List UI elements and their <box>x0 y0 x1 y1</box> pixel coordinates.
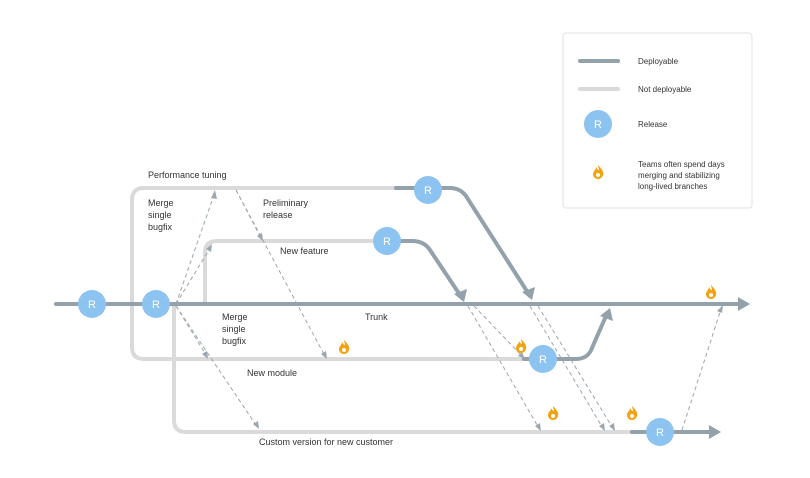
feature-to-custom-2 <box>473 305 525 359</box>
merge-bugfix-top-label-2: single <box>148 210 172 220</box>
perf-to-custom-2 <box>537 305 615 431</box>
release-circle-icon: R <box>414 176 442 204</box>
release-circle-icon: R <box>584 110 612 138</box>
arrowhead-icon <box>717 305 723 313</box>
release-letter: R <box>88 299 96 311</box>
perf-to-custom-1 <box>529 305 605 431</box>
merge-bugfix-top-label-3: bugfix <box>148 222 173 232</box>
new-feature-branch <box>203 239 374 306</box>
flame-icon <box>339 340 350 354</box>
merge-bugfix-down-2 <box>175 305 259 429</box>
legend-teams-label-1: Teams often spend days <box>638 160 725 169</box>
legend-not-deployable-label: Not deployable <box>638 85 692 94</box>
release-markers: R R R R R R <box>78 176 674 446</box>
arrowhead-icon <box>609 423 615 431</box>
performance-tuning-to-new-module <box>130 302 526 361</box>
flame-icon <box>706 285 717 299</box>
merge-bugfix-up-1 <box>175 191 216 305</box>
preliminary-to-new-module <box>235 189 327 359</box>
diagram-labels: Performance tuning Merge single bugfix P… <box>148 170 393 447</box>
not-deployable-branches <box>130 186 634 434</box>
feature-to-custom-1 <box>467 305 541 431</box>
arrowhead-icon <box>600 308 613 321</box>
dashed-arrowheads <box>202 190 723 431</box>
release-circle-icon: R <box>78 290 106 318</box>
release-letter: R <box>152 299 160 311</box>
performance-tuning-deployable <box>394 186 532 298</box>
new-module-deployable <box>522 314 608 361</box>
custom-version-label: Custom version for new customer <box>259 437 393 447</box>
flame-icon <box>548 406 559 420</box>
arrowhead-icon <box>454 289 467 302</box>
arrowhead-icon <box>202 351 208 359</box>
new-module-label: New module <box>247 368 297 378</box>
new-feature-deployable <box>384 239 464 300</box>
legend-deployable-label: Deployable <box>638 57 679 66</box>
arrowhead-icon <box>206 244 212 252</box>
trunk-label: Trunk <box>365 312 388 322</box>
flame-icon <box>516 339 527 353</box>
merge-bugfix-top-label-1: Merge <box>148 198 174 208</box>
merge-bugfix-bottom-label-3: bugfix <box>222 336 247 346</box>
flame-icon <box>593 165 604 179</box>
arrowhead-icon <box>709 425 721 439</box>
arrowhead-icon <box>535 423 541 431</box>
legend: Deployable Not deployable R Release Team… <box>562 32 753 209</box>
arrowheads <box>454 287 750 439</box>
arrowhead-icon <box>253 421 259 429</box>
arrowhead-icon <box>211 190 217 199</box>
release-letter: R <box>656 427 664 439</box>
release-circle-icon: R <box>646 418 674 446</box>
arrowhead-icon <box>518 352 525 359</box>
arrowhead-icon <box>321 351 327 359</box>
arrowhead-icon <box>738 297 750 311</box>
legend-teams-label-3: long-lived branches <box>638 182 707 191</box>
arrowhead-icon <box>522 287 535 300</box>
release-letter: R <box>424 185 432 197</box>
legend-box <box>562 32 753 209</box>
release-circle-icon: R <box>529 345 557 373</box>
preliminary-release-label-2: release <box>263 210 293 220</box>
dashed-merge-lines <box>175 189 723 431</box>
preliminary-release-label-1: Preliminary <box>263 198 309 208</box>
flame-icon <box>627 406 638 420</box>
legend-teams-label-2: merging and stabilizing <box>638 171 720 180</box>
flame-markers <box>339 285 717 420</box>
release-letter: R <box>383 236 391 248</box>
new-feature-label: New feature <box>280 246 329 256</box>
release-circle-icon: R <box>142 290 170 318</box>
performance-tuning-branch <box>130 186 414 306</box>
release-letter: R <box>539 354 547 366</box>
merge-bugfix-bottom-label-1: Merge <box>222 312 248 322</box>
arrowhead-icon <box>257 233 263 241</box>
performance-tuning-label: Performance tuning <box>148 170 227 180</box>
legend-release-label: Release <box>638 120 668 129</box>
merge-bugfix-bottom-label-2: single <box>222 324 246 334</box>
release-letter: R <box>594 119 602 131</box>
merge-bugfix-up-2 <box>175 244 213 305</box>
arrowhead-icon <box>599 423 605 431</box>
custom-to-trunk <box>681 305 723 431</box>
custom-version-branch <box>172 302 634 434</box>
release-circle-icon: R <box>373 227 401 255</box>
